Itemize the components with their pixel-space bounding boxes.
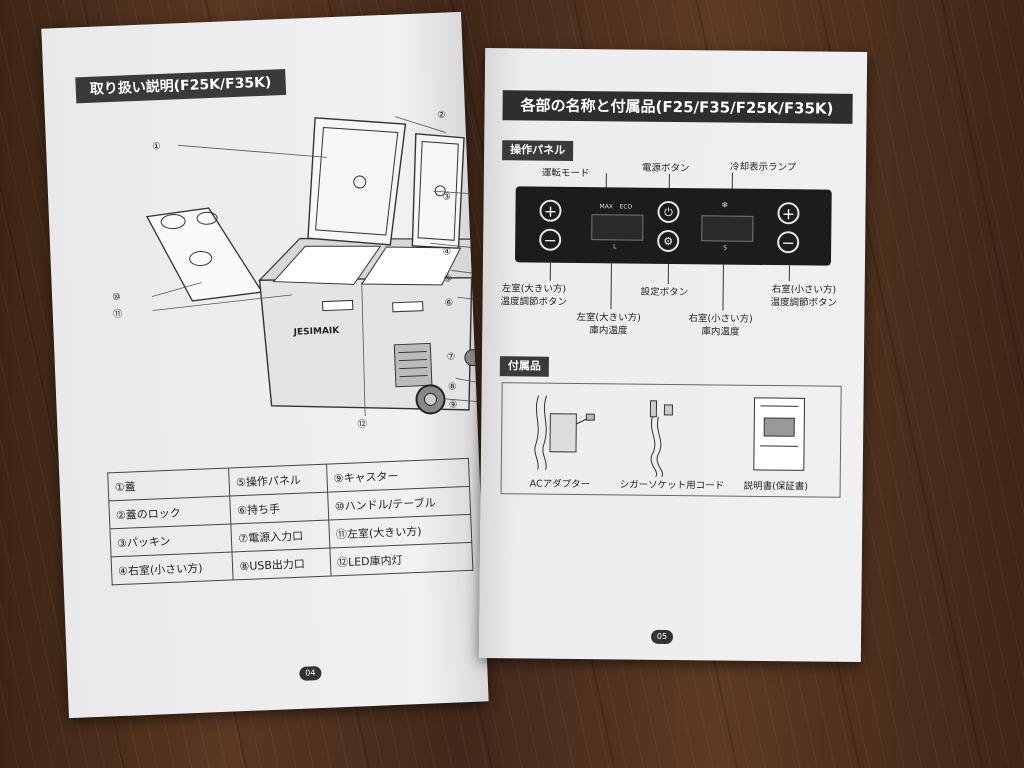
label-cooling-lamp: 冷却表示ランプ: [729, 161, 797, 174]
label-settings: 設定ボタン: [640, 286, 689, 299]
right-temp-display: [701, 215, 754, 242]
accessory-manual: 説明書(保証書): [743, 480, 809, 493]
table-cell: ⑫LED庫内灯: [329, 542, 473, 577]
table-cell: ⑦電源入力口: [231, 520, 330, 552]
callout-1: ①: [151, 141, 161, 153]
panel-section-label: 操作パネル: [502, 140, 574, 161]
table-cell: ⑥持ち手: [230, 492, 329, 524]
callout-2: ②: [436, 109, 446, 121]
callout-5: ⑤: [443, 273, 453, 285]
snowflake-icon: ❄: [721, 200, 729, 210]
fridge-body-drawing: [258, 237, 479, 415]
accessories-section-label: 付属品: [499, 356, 549, 377]
right-page-title: 各部の名称と付属品(F25/F35/F25K/F35K): [502, 90, 853, 124]
callout-3: ③: [442, 191, 452, 203]
parts-table: ①蓋 ⑤操作パネル ⑨キャスター ②蓋のロック ⑥持ち手 ⑩ハンドル/テーブル …: [107, 458, 473, 585]
left-plus-button[interactable]: +: [539, 199, 562, 222]
left-minus-button[interactable]: −: [539, 228, 562, 251]
settings-button[interactable]: ⚙: [657, 229, 680, 253]
callout-11: ⑪: [112, 308, 123, 321]
page-number-left: 04: [299, 665, 322, 681]
left-page-title: 取り扱い説明(F25K/F35K): [75, 68, 286, 104]
fridge-illustration: JESIMAIK: [145, 116, 479, 417]
l-mark: L: [613, 243, 617, 251]
label-left-temp-button: 左室(大きい方) 温度調節ボタン: [500, 283, 568, 308]
callout-12: ⑫: [357, 418, 368, 431]
s-mark: S: [723, 244, 727, 252]
fridge-lids-drawing: [307, 117, 465, 249]
accessory-ac-adapter: ACアダプター: [529, 478, 591, 491]
table-cell: ⑧USB出力口: [232, 548, 332, 580]
accessories-box: ACアダプター シガーソケット用コード 説明書(保証書): [500, 382, 842, 498]
max-mark: MAX: [599, 203, 613, 211]
callout-7: ⑦: [446, 351, 456, 363]
label-power: 電源ボタン: [641, 162, 690, 175]
label-left-temp: 左室(大きい方) 庫内温度: [576, 311, 641, 337]
callout-6: ⑥: [444, 297, 454, 309]
cigarette-cord-drawing: [649, 400, 673, 478]
manual-page-left: 取り扱い説明(F25K/F35K): [41, 11, 489, 719]
table-cell: ④右室(小さい方): [111, 551, 234, 585]
accessory-cigarette-cord: シガーソケット用コード: [619, 479, 725, 492]
manual-page-right: 各部の名称と付属品(F25/F35/F25K/F35K) 操作パネル 運転モード…: [478, 48, 868, 662]
handle-table-drawing: [145, 207, 264, 302]
brand-logo: JESIMAIK: [293, 326, 341, 338]
right-plus-button[interactable]: +: [777, 202, 800, 225]
table-cell: ⑤操作パネル: [228, 464, 328, 497]
callout-10: ⑩: [111, 291, 121, 304]
callout-4: ④: [442, 246, 452, 258]
label-right-temp: 右室(小さい方) 庫内温度: [688, 313, 753, 338]
manual-drawing: [753, 397, 806, 471]
callout-9: ⑨: [448, 399, 458, 411]
ac-adapter-drawing: [534, 395, 595, 470]
eco-mark: ECO: [619, 203, 633, 211]
right-minus-button[interactable]: −: [777, 231, 800, 254]
page-number-right: 05: [650, 629, 674, 645]
label-mode: 運転モード: [541, 167, 590, 180]
callout-8: ⑧: [447, 381, 457, 393]
accessories-illustrations: [534, 395, 806, 478]
power-button[interactable]: ⏻: [657, 200, 680, 224]
label-right-temp-button: 右室(小さい方) 温度調節ボタン: [770, 284, 838, 309]
control-panel: + − MAX ECO L ⏻ ⚙ ❄ S + −: [514, 186, 832, 266]
left-temp-display: [591, 214, 644, 241]
